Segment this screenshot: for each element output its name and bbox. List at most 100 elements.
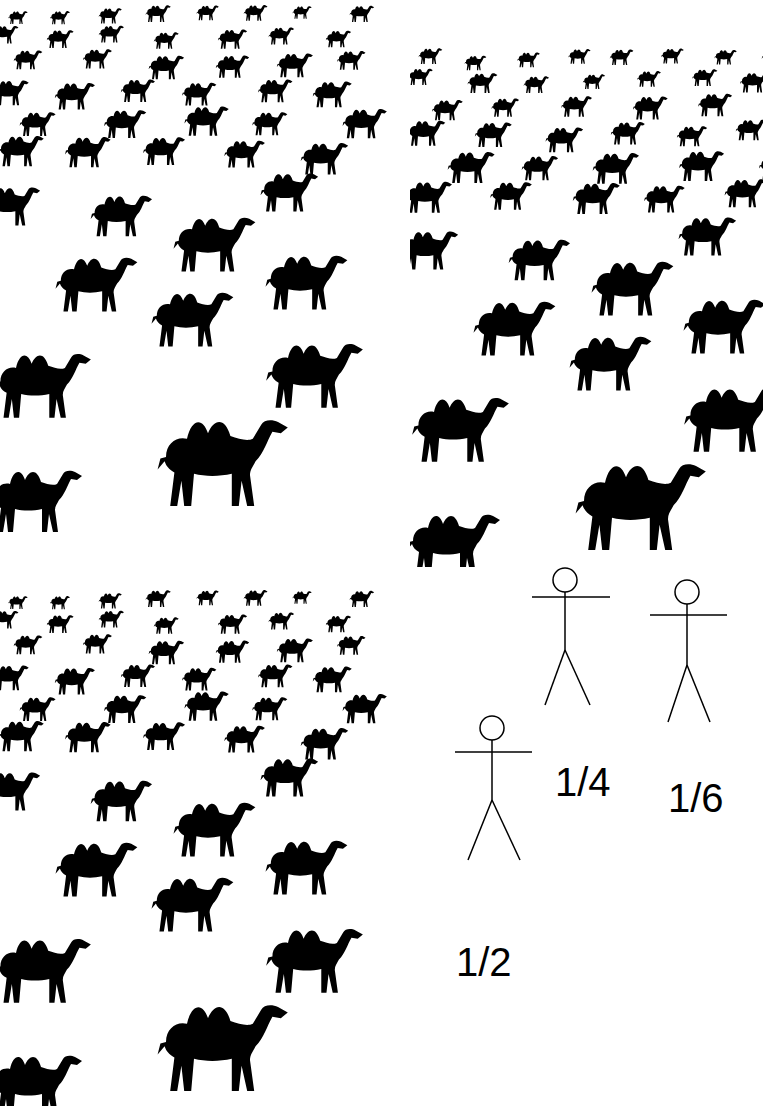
camel-silhouette <box>474 302 556 356</box>
stick-figure <box>650 580 727 722</box>
camel-silhouette <box>143 137 185 165</box>
camel-silhouette <box>509 240 570 280</box>
camel-silhouette <box>293 6 312 19</box>
camel-silhouette <box>0 611 18 628</box>
camel-silhouette <box>692 69 717 86</box>
camel-silhouette <box>252 697 287 720</box>
camel-silhouette <box>184 692 228 721</box>
camel-silhouette <box>14 50 43 69</box>
camel-silhouette <box>561 96 592 116</box>
camel-silhouette <box>678 217 736 255</box>
camel-silhouette <box>410 515 500 567</box>
camel-silhouette <box>698 94 732 116</box>
camel-silhouette <box>152 293 234 347</box>
camel-silhouette <box>65 137 111 167</box>
camel-silhouette <box>611 122 645 144</box>
camel-silhouette <box>684 300 763 354</box>
scale-label: 1/6 <box>668 778 724 818</box>
scale-label: 1/4 <box>555 762 611 802</box>
camel-silhouette <box>266 344 363 408</box>
camel-silhouette <box>0 471 82 532</box>
camel-silhouette <box>592 262 674 316</box>
camel-silhouette <box>759 154 763 179</box>
camel-silhouette <box>410 121 445 146</box>
camel-silhouette <box>91 781 152 821</box>
camel-silhouette <box>224 726 265 753</box>
camel-silhouette <box>0 666 29 691</box>
camel-silhouette <box>20 697 56 721</box>
camel-silhouette <box>0 721 44 751</box>
camel-silhouette <box>517 52 540 67</box>
camel-silhouette <box>0 136 44 166</box>
camel-silhouette <box>0 26 18 43</box>
camel-silhouette <box>99 593 122 608</box>
camel-silhouette <box>184 107 228 136</box>
camel-silhouette <box>152 878 234 932</box>
camel-silhouette <box>583 74 605 89</box>
camel-silhouette <box>465 56 487 70</box>
camel-silhouette <box>258 80 292 103</box>
camel-silhouette <box>410 182 452 213</box>
camel-silhouette <box>216 56 249 78</box>
camel-silhouette <box>258 665 292 688</box>
camel-silhouette <box>266 841 348 895</box>
camel-silhouette <box>762 49 763 66</box>
camel-silhouette <box>121 79 155 102</box>
camel-silhouette <box>679 151 724 181</box>
camel-silhouette <box>260 173 318 211</box>
camel-silhouette <box>218 615 247 634</box>
camel-silhouette <box>736 120 763 140</box>
camel-silhouette <box>337 636 365 655</box>
camel-silhouette <box>218 30 247 49</box>
camel-silhouette <box>576 464 706 550</box>
camel-silhouette <box>260 758 318 796</box>
camel-silhouette <box>224 141 265 168</box>
camel-silhouette <box>593 153 639 184</box>
camel-silhouette <box>182 668 216 691</box>
camel-silhouette <box>573 183 620 214</box>
camel-silhouette <box>568 49 590 64</box>
camel-silhouette <box>104 695 146 723</box>
camel-silhouette <box>740 73 763 93</box>
camel-silhouette <box>491 98 519 116</box>
camel-silhouette <box>56 258 138 312</box>
camel-silhouette <box>293 591 312 604</box>
camel-silhouette <box>633 96 668 119</box>
camel-silhouette <box>266 256 348 310</box>
camel-silhouette <box>610 50 634 66</box>
camel-silhouette <box>475 123 512 147</box>
camel-silhouette <box>99 26 124 43</box>
camel-silhouette <box>14 635 43 654</box>
camel-silhouette <box>350 591 375 607</box>
camel-silhouette <box>99 611 124 628</box>
camel-silhouette <box>301 728 349 759</box>
camel-silhouette <box>99 8 122 23</box>
camel-silhouette <box>269 27 295 44</box>
camel-silhouette <box>266 929 363 993</box>
camel-silhouette <box>55 83 95 109</box>
camel-silhouette <box>143 722 185 750</box>
camel-silhouette <box>252 112 287 135</box>
camel-silhouette <box>432 100 463 120</box>
camel-silhouette <box>47 30 74 48</box>
stick-figure <box>455 716 532 860</box>
camel-silhouette <box>277 53 313 77</box>
scale-label: 1/2 <box>456 942 512 982</box>
camel-silhouette <box>244 5 268 21</box>
camel-silhouette <box>545 127 583 152</box>
camel-silhouette <box>8 596 27 609</box>
camel-silhouette <box>661 49 684 64</box>
camel-silhouette <box>154 617 179 633</box>
camel-silhouette <box>0 354 91 418</box>
camel-silhouette <box>468 73 498 93</box>
camel-silhouette <box>50 11 70 24</box>
camel-silhouette <box>83 49 112 68</box>
camel-silhouette <box>104 110 146 138</box>
camel-silhouette <box>313 82 352 108</box>
camel-silhouette <box>637 71 661 87</box>
camel-silhouette <box>83 634 112 653</box>
camel-silhouette <box>182 83 216 106</box>
camel-silhouette <box>121 664 155 687</box>
camel-silhouette <box>20 112 56 136</box>
